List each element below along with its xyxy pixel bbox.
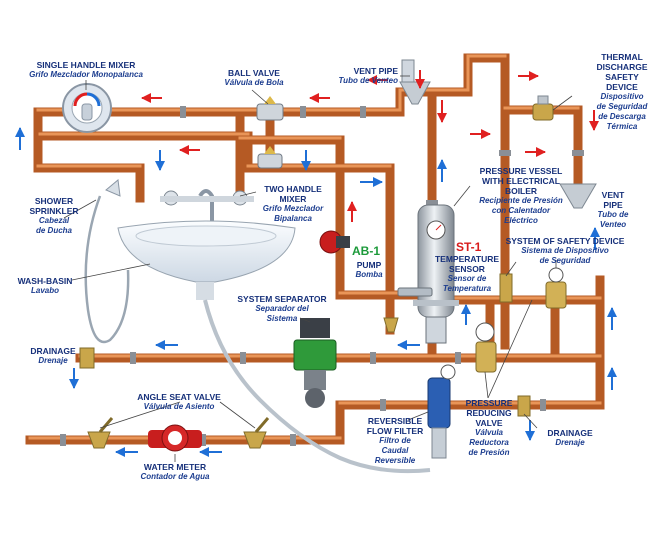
label-wash-basin: WASH-BASIN Lavabo: [17, 276, 73, 295]
label-pressure-vessel: PRESSURE VESSEL WITH ELECTRICAL BOILER R…: [479, 166, 563, 225]
ball-valve: [256, 96, 284, 169]
two-handle-mixer: [160, 189, 254, 222]
label-angle-seat-valve: ANGLE SEAT VALVE Válvula de Asiento: [137, 392, 221, 411]
pump-tag: AB-1: [352, 244, 381, 258]
label-single-handle-mixer: SINGLE HANDLE MIXER Grifo Mezclador Mono…: [29, 60, 143, 79]
label-reversible-flow-filter: REVERSIBLE FLOW FILTER Filtro de Caudal …: [366, 416, 424, 465]
label-safety-device-system: SYSTEM OF SAFETY DEVICE Sistema de Dispo…: [505, 236, 625, 265]
label-shower-sprinkler: SHOWER SPRINKLER Cabezal de Ducha: [29, 196, 79, 235]
label-pressure-reducing-valve: PRESSURE REDUCING VALVE Válvula Reductor…: [465, 398, 513, 457]
label-drainage-left: DRAINAGE Drenaje: [30, 346, 76, 365]
hot-flow-arrows: [141, 70, 599, 222]
label-pump: PUMP Bomba: [355, 260, 383, 279]
label-vent-pipe-top: VENT PIPE Tubo de Venteo: [338, 66, 398, 85]
reversible-flow-filter: [427, 364, 456, 459]
wash-basin: [117, 220, 431, 474]
angle-seat-valve: [87, 317, 399, 449]
label-drainage-right: DRAINAGE Drenaje: [547, 428, 593, 447]
single-handle-mixer: [62, 83, 112, 133]
cold-flow-arrows: [15, 127, 617, 457]
leader-lines: [63, 75, 573, 462]
thermal-discharge-valve: [532, 95, 554, 121]
sensor-tag: ST-1: [456, 240, 482, 254]
label-two-handle-mixer: TWO HANDLE MIXER Grifo Mezclador Bipalan…: [262, 184, 324, 223]
system-separator: [293, 318, 337, 408]
temperature-sensor: [397, 287, 433, 297]
label-temperature-sensor: TEMPERATURE SENSOR Sensor de Temperatura: [434, 254, 500, 293]
label-thermal-discharge-device: THERMAL DISCHARGE SAFETY DEVICE Disposit…: [596, 52, 648, 131]
label-system-separator: SYSTEM SEPARATOR Separador del Sistema: [237, 294, 327, 323]
label-ball-valve: BALL VALVE Válvula de Bola: [224, 68, 284, 87]
shower-sprinkler: [84, 179, 130, 344]
vent-pipe-right: [559, 183, 597, 209]
circulation-pump: [319, 230, 350, 254]
label-water-meter: WATER METER Contador de Agua: [140, 462, 210, 481]
pressure-reducing-valve: [475, 322, 497, 373]
drainage-valve: [79, 347, 531, 417]
water-meter: [148, 424, 202, 452]
safety-device: [499, 267, 567, 309]
label-vent-pipe-right: VENT PIPE Tubo de Venteo: [597, 190, 629, 229]
